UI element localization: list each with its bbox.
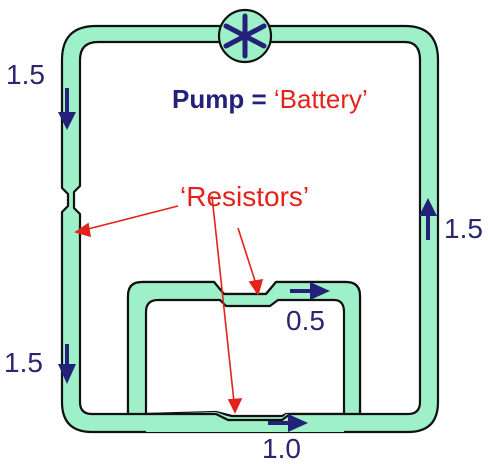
pump-word: Pump bbox=[172, 84, 244, 114]
inner-pipe-inner-edge bbox=[144, 298, 346, 418]
pump-battery-title: Pump = ‘Battery’ bbox=[172, 84, 368, 114]
pump-asterisk-icon bbox=[217, 8, 273, 64]
arrow-bottom-right bbox=[268, 414, 308, 432]
lower-channel-edge bbox=[146, 412, 344, 422]
resistors-label: ‘Resistors’ bbox=[180, 181, 309, 212]
arrow-right-up bbox=[419, 198, 437, 240]
resistor-pointers bbox=[74, 195, 264, 414]
flow-label-bottom: 1.0 bbox=[262, 433, 301, 464]
flow-label-top-left: 1.5 bbox=[6, 59, 45, 90]
flow-label-bottom-left: 1.5 bbox=[4, 347, 43, 378]
flow-label-inner-top: 0.5 bbox=[286, 305, 325, 336]
equals-sign: = bbox=[244, 84, 274, 114]
arrow-inner-top-right bbox=[290, 282, 330, 300]
arrow-bottom-left bbox=[58, 344, 76, 384]
arrow-top-left bbox=[58, 88, 76, 130]
battery-word: ‘Battery’ bbox=[274, 84, 368, 114]
flow-label-right: 1.5 bbox=[444, 213, 483, 244]
